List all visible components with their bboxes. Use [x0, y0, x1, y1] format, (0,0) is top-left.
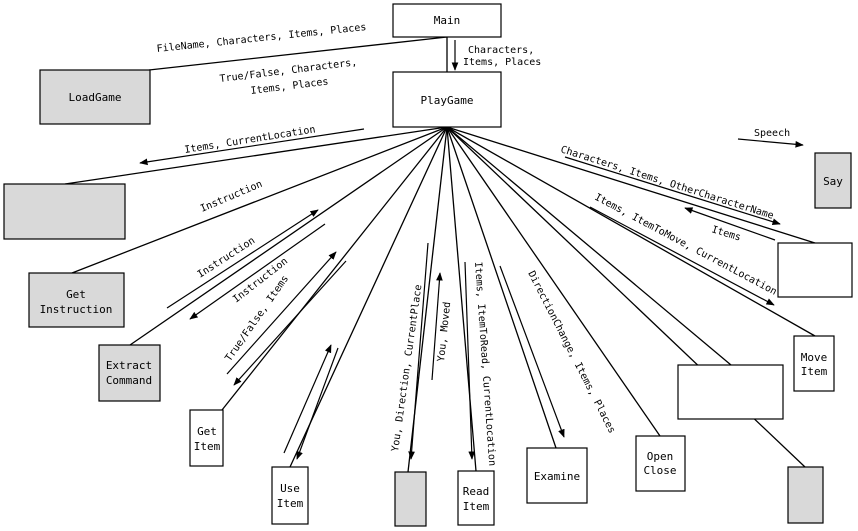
open-close-label-2: Close [643, 464, 676, 477]
line-play-wideblank [446, 126, 732, 366]
box-open-close[interactable] [635, 435, 686, 492]
read-item-label-1: Read [463, 485, 490, 498]
arrow-speech [737, 138, 804, 148]
open-close-label-1: Open [647, 450, 674, 463]
extract-command-label-1: Extract [106, 359, 152, 372]
flow-label-items-return: Items [710, 224, 742, 243]
line-play-blank-left [64, 126, 448, 185]
box-main[interactable] [392, 3, 502, 38]
line-play-useitem [289, 126, 448, 468]
use-item-label-2: Item [277, 497, 304, 510]
arrow-to-move [589, 206, 775, 306]
get-instruction-label-1: Get [66, 288, 86, 301]
line-play-topright [446, 126, 816, 244]
get-item-label-1: Get [197, 425, 217, 438]
box-blank-left[interactable] [3, 183, 126, 240]
arrow-direction-down [408, 242, 429, 460]
flow-label-main-to-play-1: Characters, [468, 45, 534, 56]
load-game-label: LoadGame [69, 91, 122, 104]
flow-label-open: DirectionChange, Items, Places [525, 269, 617, 435]
flow-label-read: Items, ItemToRead, CurrentLocation [472, 261, 497, 466]
arrow-instruction-1 [166, 209, 319, 309]
flow-label-speech: Speech [754, 128, 790, 139]
arrow-items-return [684, 207, 776, 241]
arrow-useitem-down [283, 344, 332, 454]
box-say[interactable] [814, 152, 852, 209]
use-item-label-1: Use [280, 482, 300, 495]
box-get-item[interactable] [189, 409, 224, 467]
box-move-item[interactable] [793, 335, 835, 392]
box-small-blank[interactable] [787, 466, 824, 524]
line-play-move [446, 126, 816, 337]
flow-label-moved: You, Moved [436, 301, 453, 362]
line-play-getitem [221, 126, 448, 411]
flow-label-instruction-2: Instruction [196, 235, 258, 280]
examine-label: Examine [534, 470, 580, 483]
box-examine[interactable] [526, 447, 588, 504]
read-item-label-2: Item [463, 500, 490, 513]
arrow-characters-to-topright [564, 156, 781, 225]
main-label: Main [434, 14, 461, 27]
box-wide-blank[interactable] [677, 364, 784, 420]
say-label: Say [823, 175, 843, 188]
arrow-examine-down [499, 265, 565, 438]
module-labels: Main LoadGame PlayGame Say Get Instructi… [40, 14, 844, 513]
box-get-instruction[interactable] [28, 272, 125, 328]
flow-label-main-to-load: FileName, Characters, Items, Places [156, 22, 367, 55]
arrow-moved-up [431, 272, 443, 381]
get-item-label-2: Item [194, 440, 221, 453]
arrow-read-down [464, 261, 476, 460]
flow-label-items-currentlocation: Items, CurrentLocation [184, 124, 317, 156]
move-item-label-2: Item [801, 365, 828, 378]
arrow-instruction-3 [226, 251, 337, 375]
box-play-game[interactable] [392, 71, 502, 128]
box-extract-command[interactable] [98, 344, 161, 402]
line-main-load [148, 36, 448, 71]
line-play-examine [446, 126, 557, 449]
line-play-read [446, 126, 477, 472]
module-boxes [3, 3, 853, 527]
play-game-label: PlayGame [421, 94, 474, 107]
get-instruction-label-2: Instruction [40, 303, 113, 316]
flow-label-instruction-1: Instruction [199, 179, 264, 215]
flow-label-characters-topright: Characters, Items, OtherCharacterName [559, 144, 775, 221]
line-play-extract [129, 126, 448, 346]
arrow-truefalse-items [233, 260, 347, 386]
flow-arrows [139, 40, 804, 460]
box-read-item[interactable] [457, 470, 495, 526]
box-top-right-blank[interactable] [777, 242, 853, 298]
arrow-items-currentlocation [139, 128, 365, 166]
line-play-getinstr [71, 126, 448, 274]
box-bottom-blank[interactable] [394, 471, 427, 527]
box-use-item[interactable] [271, 466, 309, 525]
line-play-open [446, 126, 661, 437]
arrow-instruction-2 [189, 223, 326, 320]
extract-command-label-2: Command [106, 374, 152, 387]
move-item-label-1: Move [801, 351, 828, 364]
flow-label-main-to-play-2: Items, Places [463, 57, 541, 68]
arrow-useitem-up [296, 347, 339, 460]
box-load-game[interactable] [39, 69, 151, 125]
